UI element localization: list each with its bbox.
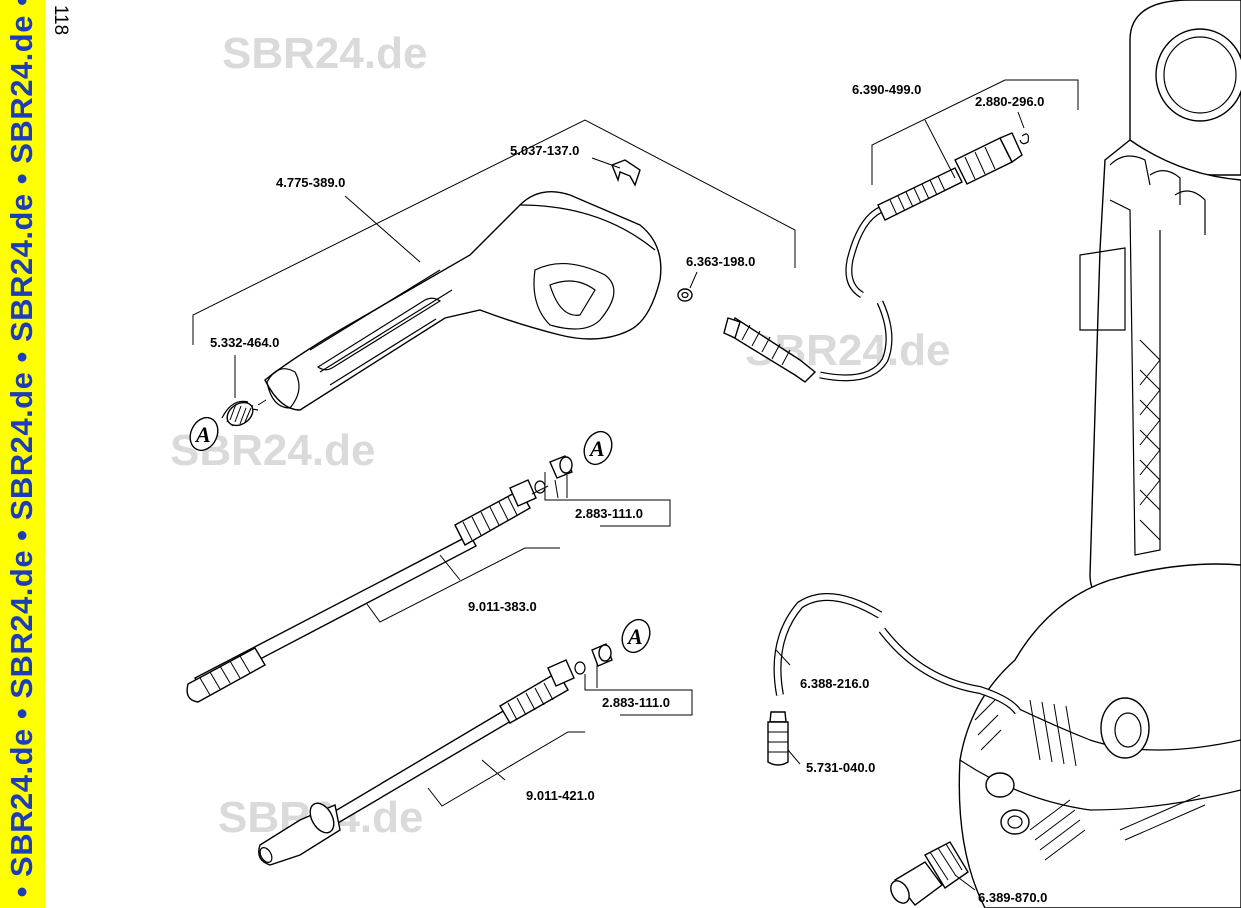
ref-marker-a: A [621,618,651,654]
part-label-clip: 5.037-137.0 [510,143,579,158]
leader-lines [192,79,1079,891]
svg-text:A: A [194,422,211,447]
svg-text:A: A [626,624,643,649]
spring-icon [221,399,267,427]
part-label-hose-ring: 2.880-296.0 [975,94,1044,109]
side-banner: de • SBR24.de • SBR24.de • SBR24.de • SB… [0,0,45,908]
ref-marker-a: A [583,430,613,466]
part-label-lance-lower: 9.011-421.0 [526,788,595,803]
part-label-suction-hose: 6.388-216.0 [800,676,869,691]
washer-icon [677,288,693,302]
part-label-oring-lower: 2.883-111.0 [602,695,670,710]
watermark: SBR24.de [222,29,427,78]
suction-hose [773,593,1022,715]
part-label-filter: 5.731-040.0 [806,760,875,775]
machine-body [958,0,1241,908]
part-label-oring-upper: 2.883-111.0 [575,506,643,521]
part-label-washer: 6.363-198.0 [686,254,755,269]
ref-marker-a: A [189,416,219,452]
filter-icon [767,711,789,766]
spray-gun-housing [264,191,662,411]
lance-lower [258,643,613,866]
part-label-lance-upper: 9.011-383.0 [468,599,537,614]
high-pressure-hose [723,132,1023,383]
part-label-spring: 5.332-464.0 [210,335,279,350]
svg-text:A: A [588,436,605,461]
part-label-gun-housing: 4.775-389.0 [276,175,345,190]
clip-icon [611,159,641,187]
hose-ring-icon [1019,133,1029,145]
part-label-connector: 6.389-870.0 [978,890,1047,905]
connector-icon [890,841,969,906]
lance-upper [186,455,573,703]
part-label-hose: 6.390-499.0 [852,82,921,97]
